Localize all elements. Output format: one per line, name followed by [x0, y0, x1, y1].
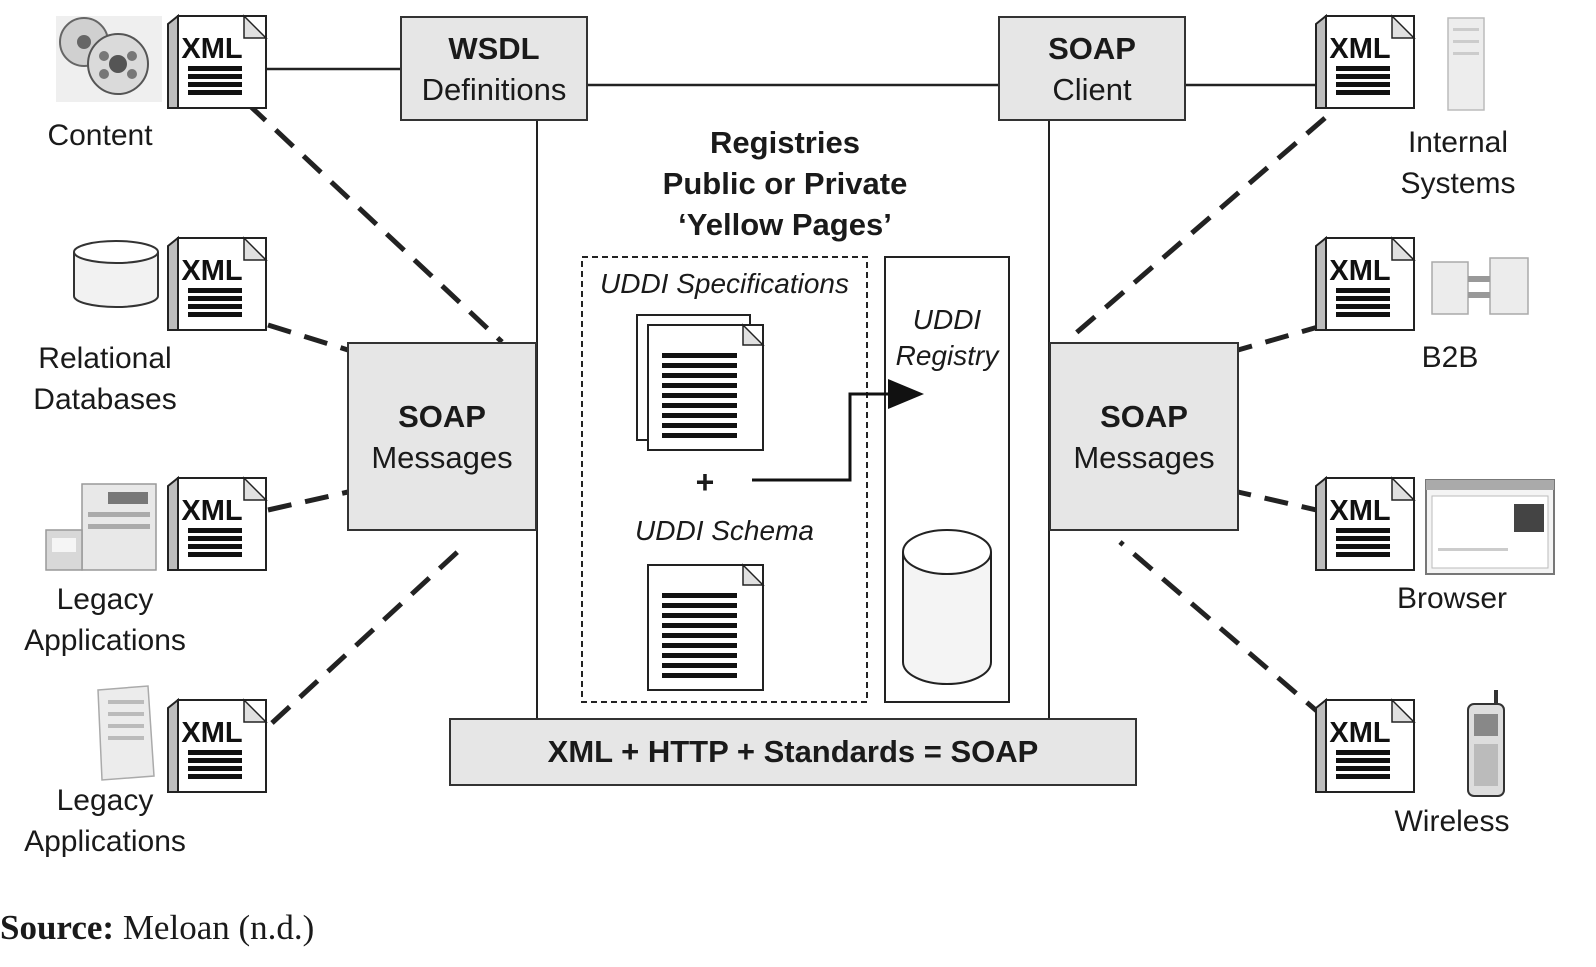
- dashed-link: [270, 543, 467, 725]
- uddi-schema-label: UDDI Schema: [635, 515, 814, 546]
- soap-messages-left-subtitle: Messages: [371, 439, 513, 475]
- uddi-specifications-label: UDDI Specifications: [600, 268, 849, 299]
- xml-document-icon: [167, 477, 267, 571]
- soap-messages-right-title: SOAP: [1100, 398, 1188, 434]
- label-line: Systems: [1400, 167, 1516, 200]
- plus-sign: +: [695, 464, 715, 500]
- database-icon: [73, 240, 159, 308]
- wsdl-subtitle: Definitions: [421, 71, 567, 107]
- dashed-link: [267, 489, 349, 513]
- dashed-link: [267, 322, 349, 353]
- registry-title-line: Registries: [710, 125, 860, 160]
- label-line: Legacy: [56, 583, 154, 616]
- label-line: Content: [47, 119, 153, 152]
- xml-document-icon: [167, 237, 267, 331]
- mobile-phone-icon: [1467, 690, 1505, 797]
- soap-client-box: SOAP Client: [998, 16, 1186, 121]
- label-line: B2B: [1421, 341, 1479, 374]
- server-tower-icon: [97, 685, 155, 781]
- browser-label: Browser: [1370, 578, 1534, 619]
- soap-client-subtitle: Client: [1052, 71, 1132, 107]
- uddi-registry-line: Registry: [895, 340, 999, 371]
- source-caption: Source: Meloan (n.d.): [0, 905, 314, 951]
- wsdl-title: WSDL: [448, 30, 540, 66]
- uddi-specification-document-icon: [647, 324, 764, 451]
- mainframe-icon: [45, 483, 157, 571]
- soap-messages-right-box: SOAP Messages: [1049, 342, 1239, 531]
- uddi-registry-line: UDDI: [912, 304, 982, 335]
- registry-title: Registries Public or Private ‘Yellow Pag…: [600, 122, 970, 245]
- dashed-link: [1118, 540, 1327, 720]
- label-line: Applications: [24, 624, 186, 657]
- soap-messages-right-subtitle: Messages: [1073, 439, 1215, 475]
- dashed-link: [246, 102, 504, 344]
- label-line: Internal: [1407, 126, 1509, 159]
- server-rack-icon: [1447, 17, 1485, 111]
- uddi-specifications-region: [581, 256, 868, 703]
- wsdl-definitions-box: WSDL Definitions: [400, 16, 588, 121]
- source-prefix: Source:: [0, 908, 115, 947]
- label-line: Relational: [38, 342, 172, 375]
- xml-document-icon: [1315, 237, 1415, 331]
- soap-messages-left-title: SOAP: [398, 398, 486, 434]
- dashed-link: [1066, 116, 1327, 342]
- b2b-label: B2B: [1370, 337, 1530, 378]
- legacy-applications-label: Legacy Applications: [0, 780, 210, 862]
- legacy-applications-label: Legacy Applications: [0, 579, 210, 661]
- wireless-label: Wireless: [1370, 801, 1534, 842]
- xml-document-icon: [1315, 15, 1415, 109]
- label-line: Databases: [33, 383, 177, 416]
- registry-title-line: ‘Yellow Pages’: [678, 207, 892, 242]
- linked-buildings-icon: [1431, 257, 1529, 315]
- xml-document-icon: [1315, 699, 1415, 793]
- registry-database-icon: [902, 529, 992, 685]
- film-reels-icon: [56, 16, 162, 102]
- dashed-link: [1237, 489, 1326, 515]
- xml-document-icon: [1315, 477, 1415, 571]
- soap-formula-bar: XML + HTTP + Standards = SOAP: [449, 718, 1137, 786]
- label-line: Wireless: [1394, 805, 1510, 838]
- label-line: Browser: [1396, 582, 1508, 615]
- soap-client-title: SOAP: [1048, 30, 1136, 66]
- publish-arrow: [752, 379, 924, 482]
- registry-title-line: Public or Private: [662, 166, 908, 201]
- source-text: Meloan (n.d.): [114, 908, 315, 947]
- content-label: Content: [0, 115, 200, 156]
- uddi-registry-label: UDDI Registry: [885, 302, 1009, 374]
- label-line: Legacy: [56, 784, 154, 817]
- internal-systems-label: Internal Systems: [1370, 122, 1546, 204]
- uddi-schema-document-icon: [647, 564, 764, 691]
- relational-databases-label: Relational Databases: [0, 338, 210, 420]
- dashed-link: [1237, 322, 1326, 353]
- xml-document-icon: [167, 15, 267, 109]
- label-line: Applications: [24, 825, 186, 858]
- soap-messages-left-box: SOAP Messages: [347, 342, 537, 531]
- browser-window-icon: [1425, 479, 1555, 575]
- xml-document-icon: [167, 699, 267, 793]
